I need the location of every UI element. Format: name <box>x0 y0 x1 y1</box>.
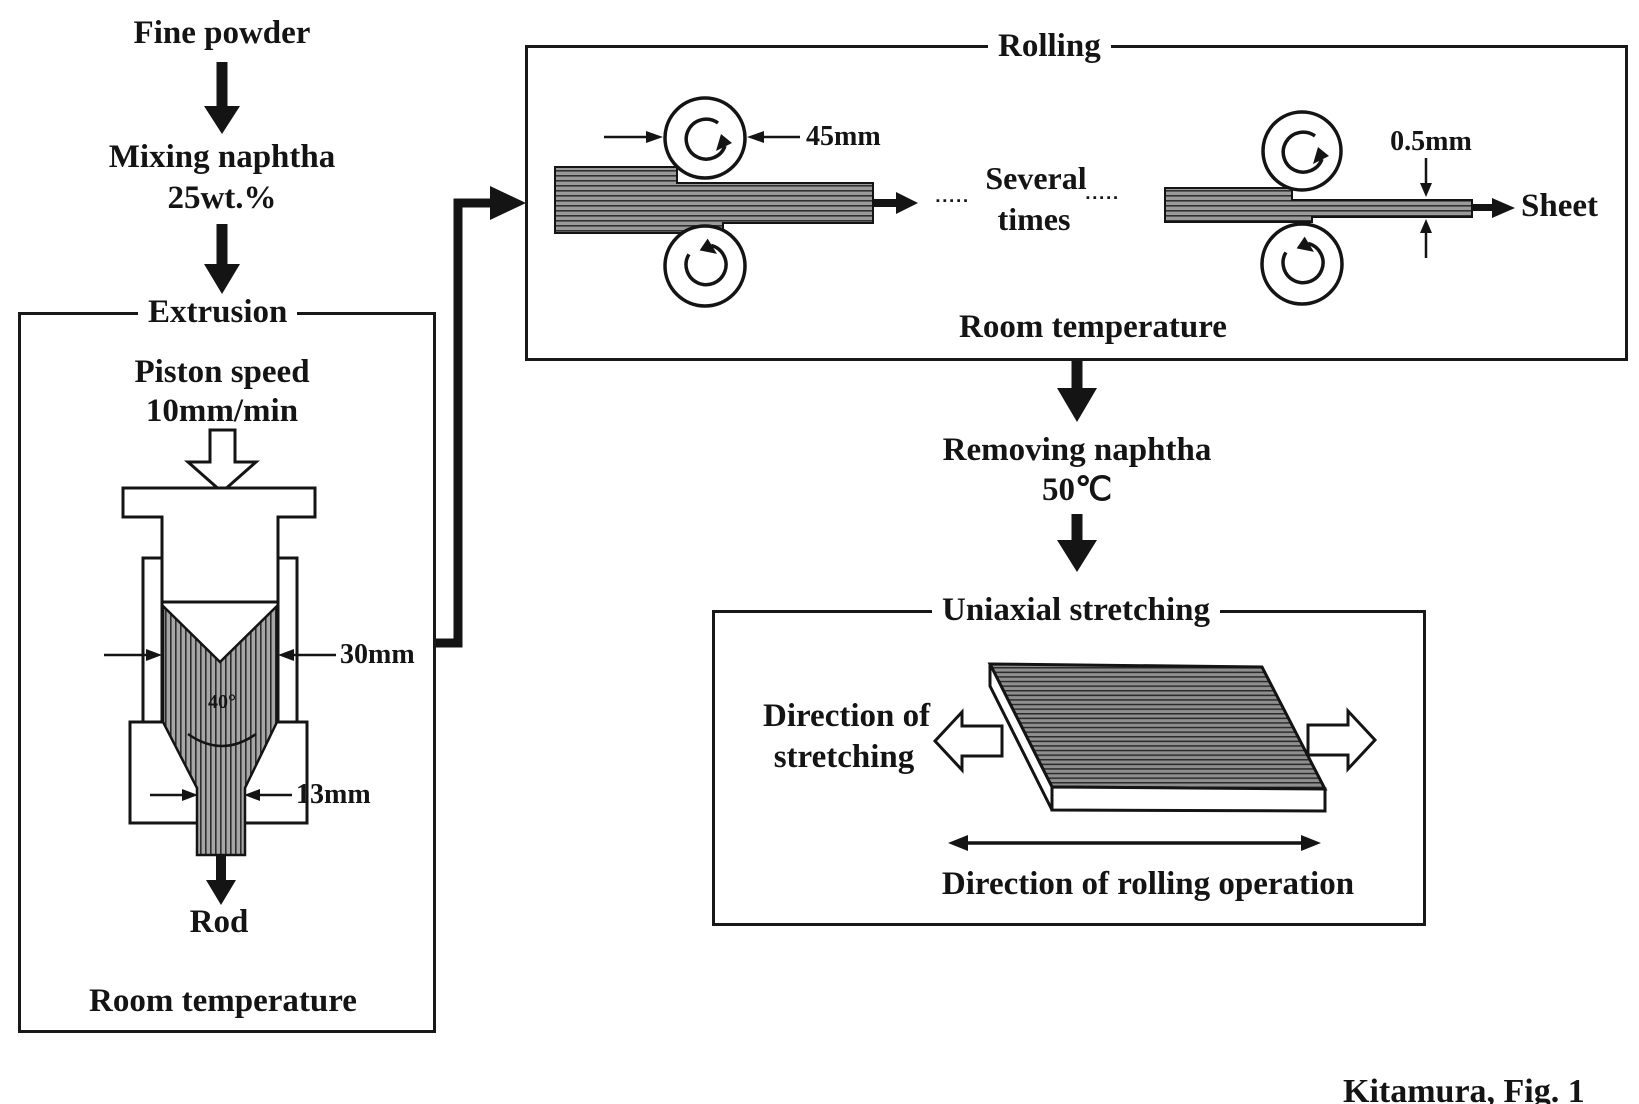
rolled-sheet-right-icon <box>1164 187 1473 223</box>
down-arrow-icon <box>204 62 240 134</box>
removing-temp-label: 50℃ <box>1041 472 1113 508</box>
direction-of-stretching-label-line1: Direction of <box>763 698 931 734</box>
rolling-room-temp-label: Room temperature <box>959 309 1227 345</box>
roller-pair-left <box>663 96 747 308</box>
extrusion-room-temp-label: Room temperature <box>89 983 357 1019</box>
dim-45mm-arrows-icon <box>604 131 800 143</box>
dim-30mm-arrows-icon <box>104 649 336 661</box>
rod-label: Rod <box>189 904 249 940</box>
rolling-direction-arrow-icon <box>948 835 1321 851</box>
roller-pair-right <box>1260 110 1344 306</box>
down-arrow-icon <box>204 224 240 294</box>
mixing-naphtha-label: Mixing naphtha <box>108 139 336 175</box>
dim-30mm-label: 30mm <box>340 639 415 670</box>
sheet-label: Sheet <box>1521 188 1598 224</box>
down-arrow-icon <box>1057 360 1097 422</box>
billet-material-icon <box>161 603 279 857</box>
rod-arrow-icon <box>206 856 236 905</box>
dim-05mm-arrows-icon <box>1420 158 1432 258</box>
piston-speed-label: Piston speed <box>134 354 310 390</box>
direction-of-rolling-label: Direction of rolling operation <box>941 866 1355 902</box>
dim-13mm-label: 13mm <box>296 779 371 810</box>
hollow-right-arrow-icon <box>1306 707 1378 773</box>
die-angle-arc-icon <box>187 732 257 748</box>
rolled-slab-left-icon <box>554 166 874 234</box>
slab-exit-arrow-icon <box>874 192 918 214</box>
dim-45mm-label: 45mm <box>806 121 881 152</box>
dots-right: ▪▪▪▪▪ <box>1086 192 1121 204</box>
mixing-percent-label: 25wt.% <box>167 180 277 216</box>
extrusion-title: Extrusion <box>138 294 298 331</box>
connector-arrow <box>433 186 526 648</box>
dim-13mm-arrows-icon <box>150 789 292 801</box>
down-arrow-icon <box>1057 514 1097 572</box>
sheet-exit-arrow-icon <box>1472 198 1515 218</box>
several-label: Several <box>985 160 1087 196</box>
dots-left: ▪▪▪▪▪ <box>936 195 971 207</box>
stretching-title: Uniaxial stretching <box>932 592 1220 629</box>
figure-caption: Kitamura, Fig. 1 <box>1343 1073 1585 1104</box>
hollow-down-arrow-icon <box>184 428 260 495</box>
stretched-sheet-icon <box>987 662 1328 813</box>
times-label: times <box>997 201 1071 237</box>
removing-naphtha-label: Removing naphtha <box>942 432 1212 468</box>
fine-powder-label: Fine powder <box>133 15 311 51</box>
piston-speed-value: 10mm/min <box>145 393 299 429</box>
hollow-left-arrow-icon <box>932 708 1004 774</box>
direction-of-stretching-label-line2: stretching <box>773 739 915 775</box>
dim-05mm-label: 0.5mm <box>1390 126 1472 157</box>
rolling-title: Rolling <box>988 28 1111 65</box>
dim-40deg-label: 40° <box>208 691 236 713</box>
